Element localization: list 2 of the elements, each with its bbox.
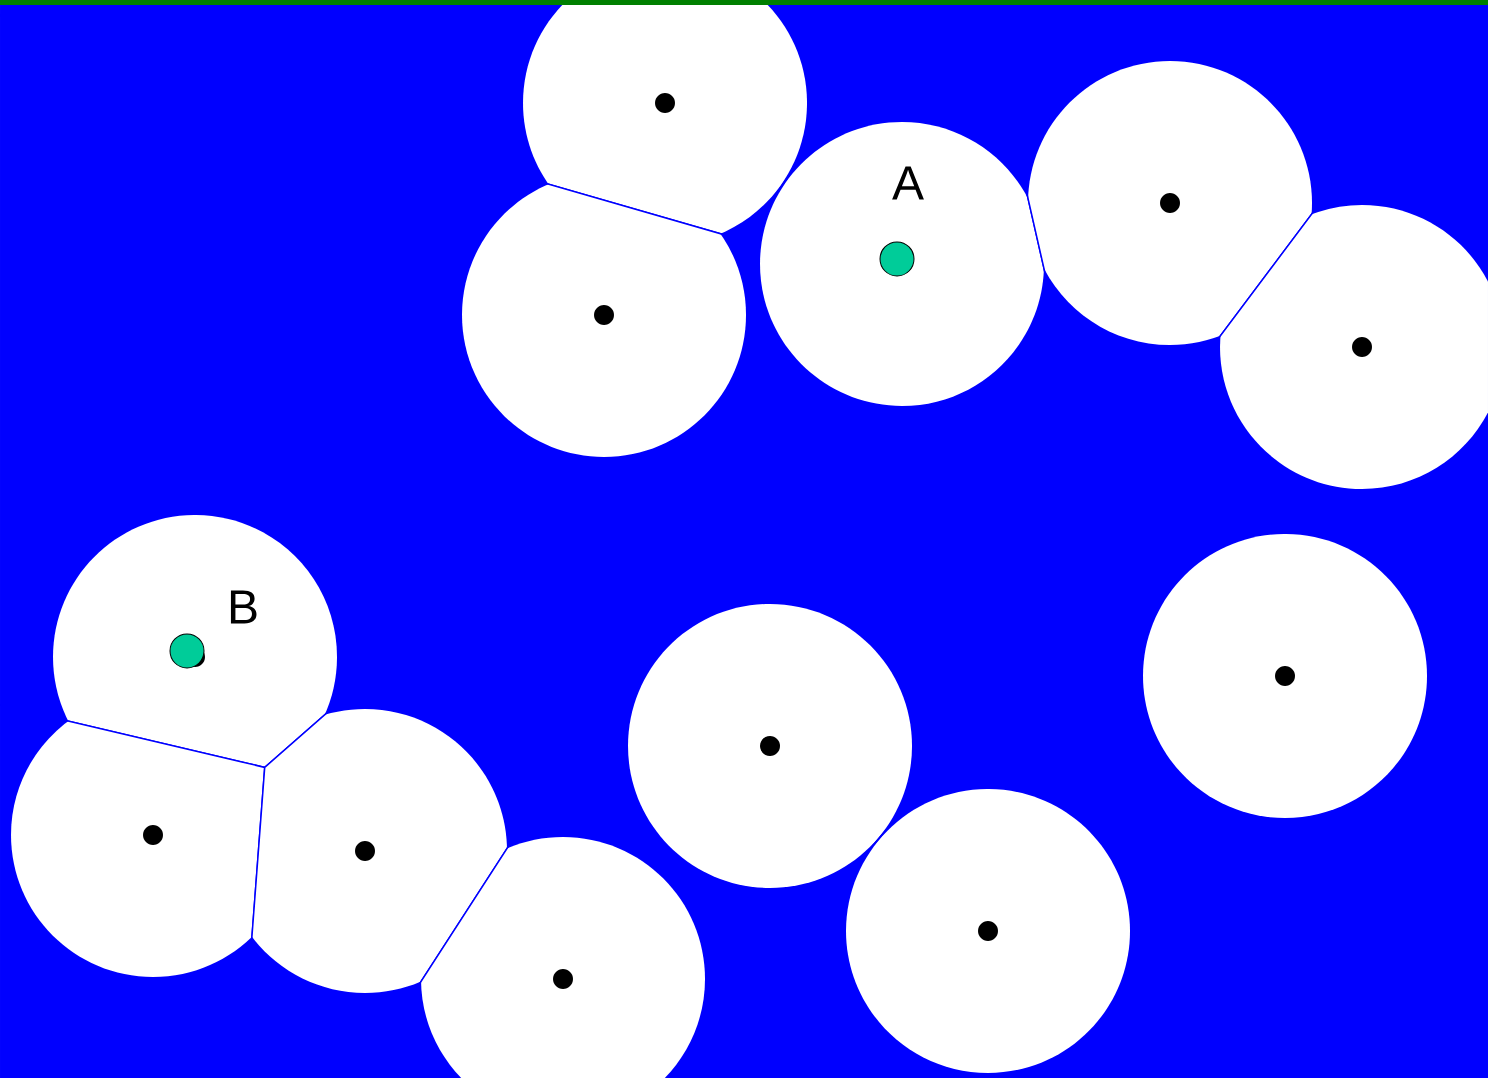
- point-label: B: [230, 590, 257, 624]
- point-label: A: [892, 166, 924, 200]
